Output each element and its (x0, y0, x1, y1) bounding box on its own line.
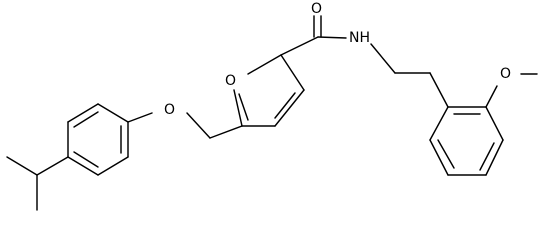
bond (317, 36, 347, 39)
bond (437, 139, 455, 169)
bond (429, 106, 449, 141)
carbonyl-oxygen-label: O (311, 1, 322, 17)
methoxy-oxygen-label: O (500, 66, 511, 82)
bond (6, 156, 38, 176)
bond (36, 156, 69, 176)
bond (238, 93, 249, 121)
bond (485, 139, 504, 176)
bond (73, 111, 99, 128)
bond (186, 112, 211, 139)
bond (280, 54, 305, 91)
bond (233, 89, 243, 127)
bond-lines (6, 15, 538, 211)
bond (274, 89, 305, 127)
bond (67, 103, 99, 123)
atom-labels: O NH O O O (164, 1, 511, 118)
bond (370, 43, 396, 74)
bond (485, 106, 504, 141)
bond (280, 36, 319, 56)
bond (247, 54, 282, 75)
bond (429, 139, 449, 176)
bond (485, 85, 498, 108)
bond (274, 92, 296, 119)
bond (429, 72, 449, 108)
bond (479, 142, 495, 171)
chemical-structure-diagram: O NH O O O (6, 1, 538, 211)
bond (127, 112, 153, 123)
bond (97, 156, 129, 176)
furan-oxygen-label: O (225, 73, 236, 89)
bond (73, 151, 99, 168)
bond (67, 156, 99, 176)
bond (209, 125, 243, 139)
bond (97, 103, 129, 123)
ether-oxygen-label: O (164, 102, 175, 118)
amide-nitrogen-label: NH (349, 30, 370, 46)
